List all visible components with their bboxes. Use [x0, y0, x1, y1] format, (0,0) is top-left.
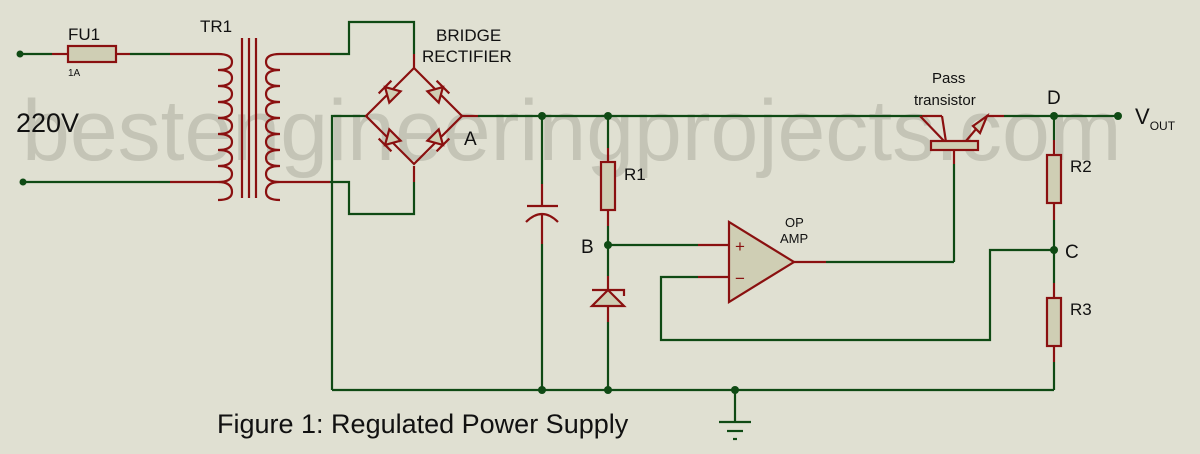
resistor-r3	[1045, 250, 1063, 390]
r2-label: R2	[1070, 157, 1092, 176]
bridge-rectifier	[364, 66, 478, 166]
opamp-label-line2: AMP	[780, 231, 808, 246]
watermark: bestengineeringprojects.com	[22, 83, 1122, 179]
vout-label: VOUT	[1135, 104, 1176, 133]
resistor-r2	[1045, 116, 1063, 250]
node-c-label: C	[1065, 242, 1079, 263]
node-a-label: A	[464, 129, 477, 150]
bridge-label-line2: RECTIFIER	[422, 47, 512, 66]
junction	[604, 386, 612, 394]
opamp-minus: −	[735, 269, 745, 288]
input-voltage-label: 220V	[16, 108, 79, 138]
opamp-label-line1: OP	[785, 215, 804, 230]
resistor-r1	[599, 116, 617, 245]
transformer-ref: TR1	[200, 17, 232, 36]
figure-caption: Figure 1: Regulated Power Supply	[217, 409, 629, 439]
op-amp: + −	[659, 220, 1054, 342]
bridge-label-line1: BRIDGE	[436, 26, 501, 45]
junction	[538, 386, 546, 394]
transformer	[217, 38, 330, 202]
zener-diode	[589, 245, 627, 390]
transistor-label-line1: Pass	[932, 70, 965, 87]
secondary-wiring	[330, 20, 416, 390]
fuse-value: 1A	[68, 68, 81, 79]
transistor-label-line2: transistor	[914, 92, 976, 109]
fuse-ref: FU1	[68, 25, 100, 44]
input-terminals	[16, 50, 218, 186]
r3-label: R3	[1070, 300, 1092, 319]
opamp-plus: +	[735, 237, 745, 256]
pass-transistor	[919, 112, 1120, 262]
ground-icon	[719, 390, 751, 441]
output-terminal	[1114, 112, 1122, 120]
node-d-label: D	[1047, 88, 1061, 109]
node-b-label: B	[581, 237, 594, 258]
filter-capacitor	[525, 116, 559, 390]
fuse	[66, 44, 118, 64]
r1-label: R1	[624, 165, 646, 184]
